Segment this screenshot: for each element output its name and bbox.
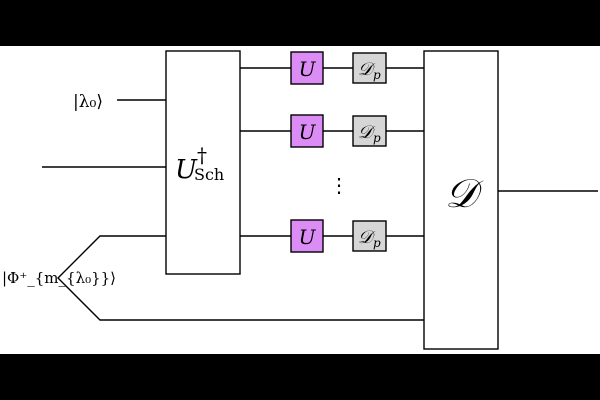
- depolarizing-gate-1-symbol: 𝒟: [358, 59, 376, 80]
- letterbox-top: [0, 0, 600, 46]
- depolarizing-gate-2-subscript: p: [373, 131, 381, 145]
- schur-transform-box: [165, 50, 241, 275]
- unitary-gate-3: [290, 219, 324, 253]
- canvas: [0, 46, 600, 354]
- unitary-gate-2-label: U: [299, 120, 317, 144]
- unitary-gate-1: [290, 51, 324, 85]
- schur-symbol: U: [175, 155, 198, 185]
- letterbox-bottom: [0, 354, 600, 400]
- depolarizing-gate-1: [352, 52, 387, 84]
- unitary-gate-2: [290, 114, 324, 148]
- input-lambda-label: |λ₀⟩: [73, 92, 103, 112]
- schur-subscript: Sch: [194, 165, 224, 184]
- depolarizing-gate-2: [352, 115, 387, 147]
- depolarizing-gate-3: [352, 220, 387, 252]
- ellipsis: ⋮: [329, 173, 349, 197]
- depolarizing-gate-3-subscript: p: [373, 236, 381, 250]
- depolarizing-gate-1-subscript: p: [373, 68, 381, 82]
- input-phi-label: |Φ⁺_{m_{λ₀}}⟩: [2, 269, 116, 287]
- schur-superscript: †: [197, 143, 207, 167]
- final-channel-box: [423, 50, 499, 350]
- bell-pair-wedge: [57, 235, 424, 321]
- unitary-gate-1-label: U: [299, 57, 317, 81]
- unitary-gate-3-label: U: [299, 225, 317, 249]
- depolarizing-gate-3-symbol: 𝒟: [358, 227, 376, 248]
- depolarizing-gate-2-symbol: 𝒟: [358, 122, 376, 143]
